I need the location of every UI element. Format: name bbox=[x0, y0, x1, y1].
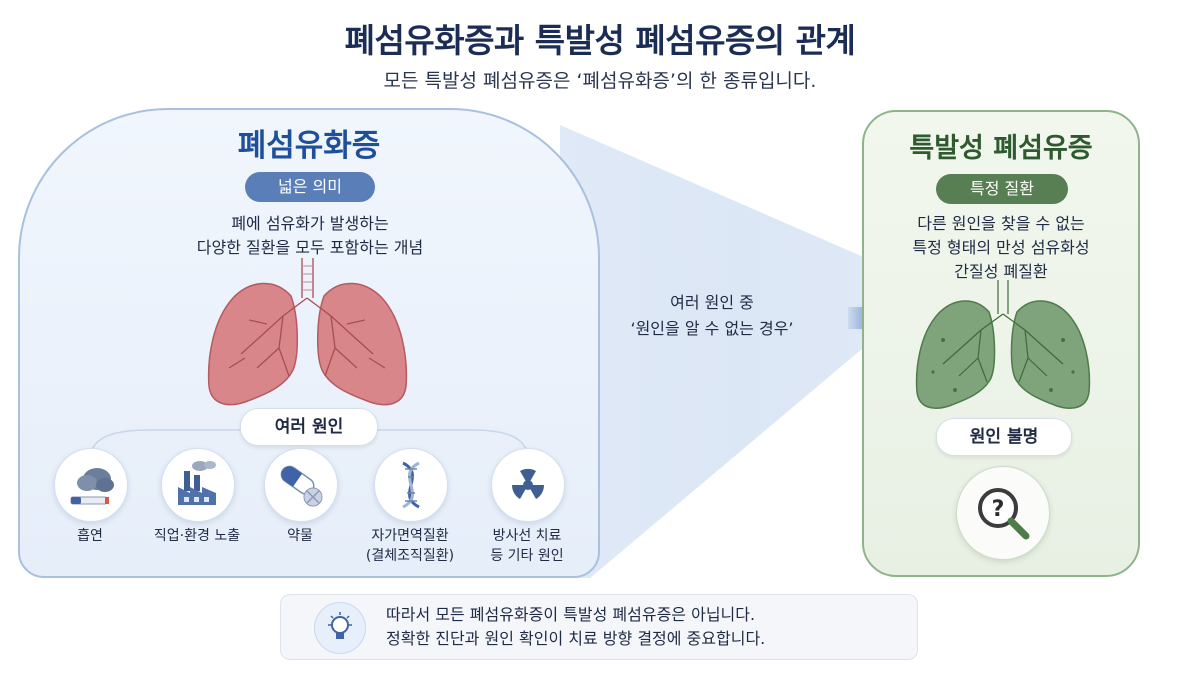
bottom-note-line1: 따라서 모든 폐섬유화증이 특발성 폐섬유증은 아닙니다. bbox=[386, 605, 756, 624]
left-badge: 넓은 의미 bbox=[245, 172, 375, 202]
left-desc-line2: 다양한 질환을 모두 포함하는 개념 bbox=[196, 238, 424, 257]
occupational-cause bbox=[161, 448, 235, 522]
svg-text:?: ? bbox=[992, 497, 1005, 522]
autoimmune-cause bbox=[374, 448, 448, 522]
lightbulb-icon bbox=[328, 612, 352, 639]
pill-icon bbox=[280, 465, 323, 507]
radiation-cause bbox=[491, 448, 565, 522]
lungs-green-icon bbox=[915, 280, 1091, 409]
cause-text: 직업·환경 노출 bbox=[153, 528, 241, 544]
right-desc-line1: 다른 원인을 찾을 수 없는 bbox=[917, 214, 1085, 233]
funnel-shape bbox=[560, 125, 875, 578]
bottom-note bbox=[280, 594, 918, 660]
lungs-red-icon bbox=[207, 258, 408, 406]
right-desc-line2: 특정 형태의 만성 섬유화성 bbox=[912, 238, 1090, 257]
factory-icon bbox=[178, 461, 216, 505]
arrow-label: 여러 원인 중 ‘원인을 알 수 없는 경우’ bbox=[612, 290, 812, 342]
unknown-cause-label: 원인 불명 bbox=[936, 418, 1072, 456]
radiation-icon bbox=[511, 468, 545, 499]
magnifier-question-icon: ? bbox=[978, 488, 1030, 540]
unknown-cause-badge: ? bbox=[956, 466, 1050, 560]
bottom-note-line2: 정확한 진단과 원인 확인이 치료 방향 결정에 중요합니다. bbox=[386, 629, 766, 648]
cause-label-radiation: 방사선 치료 등 기타 원인 bbox=[457, 526, 597, 566]
right-badge: 특정 질환 bbox=[936, 174, 1068, 204]
left-panel-title: 폐섬유화증 bbox=[237, 128, 381, 164]
cigarette-smoke-icon bbox=[70, 468, 114, 505]
cause-subtext: (결체조직질환) bbox=[365, 548, 455, 564]
cause-text: 방사선 치료 bbox=[492, 528, 562, 544]
cause-subtext: 등 기타 원인 bbox=[490, 548, 564, 564]
right-desc-line3: 간질성 폐질환 bbox=[954, 262, 1048, 281]
cause-label-autoimmune: 자가면역질환 (결체조직질환) bbox=[340, 526, 480, 566]
right-panel-title: 특발성 폐섬유증 bbox=[909, 133, 1093, 164]
cause-label-drug: 약물 bbox=[230, 526, 370, 546]
left-desc-line1: 폐에 섬유화가 발생하는 bbox=[231, 214, 389, 233]
cause-text: 약물 bbox=[287, 528, 313, 544]
smoking-cause bbox=[54, 448, 128, 522]
page-subtitle: 모든 특발성 폐섬유증은 ‘폐섬유화증’의 한 종류입니다. bbox=[383, 70, 817, 92]
bulb-badge bbox=[314, 602, 366, 654]
cause-label-smoking: 흡연 bbox=[20, 526, 160, 546]
drug-cause bbox=[264, 448, 338, 522]
arrow-label-line1: 여러 원인 중 bbox=[670, 293, 754, 312]
cause-text: 자가면역질환 bbox=[371, 528, 449, 544]
cause-text: 흡연 bbox=[77, 528, 103, 544]
left-description: 폐에 섬유화가 발생하는 다양한 질환을 모두 포함하는 개념 bbox=[170, 212, 450, 260]
page-title: 폐섬유화증과 특발성 폐섬유증의 관계 bbox=[344, 21, 856, 60]
right-description: 다른 원인을 찾을 수 없는 특정 형태의 만성 섬유화성 간질성 폐질환 bbox=[872, 212, 1130, 284]
bottom-note-text: 따라서 모든 폐섬유화증이 특발성 폐섬유증은 아닙니다. 정확한 진단과 원인… bbox=[386, 603, 906, 651]
dna-icon bbox=[402, 461, 420, 509]
causes-label: 여러 원인 bbox=[240, 408, 378, 446]
arrow-label-line2: ‘원인을 알 수 없는 경우’ bbox=[630, 319, 794, 338]
cause-label-occupational: 직업·환경 노출 bbox=[127, 526, 267, 546]
